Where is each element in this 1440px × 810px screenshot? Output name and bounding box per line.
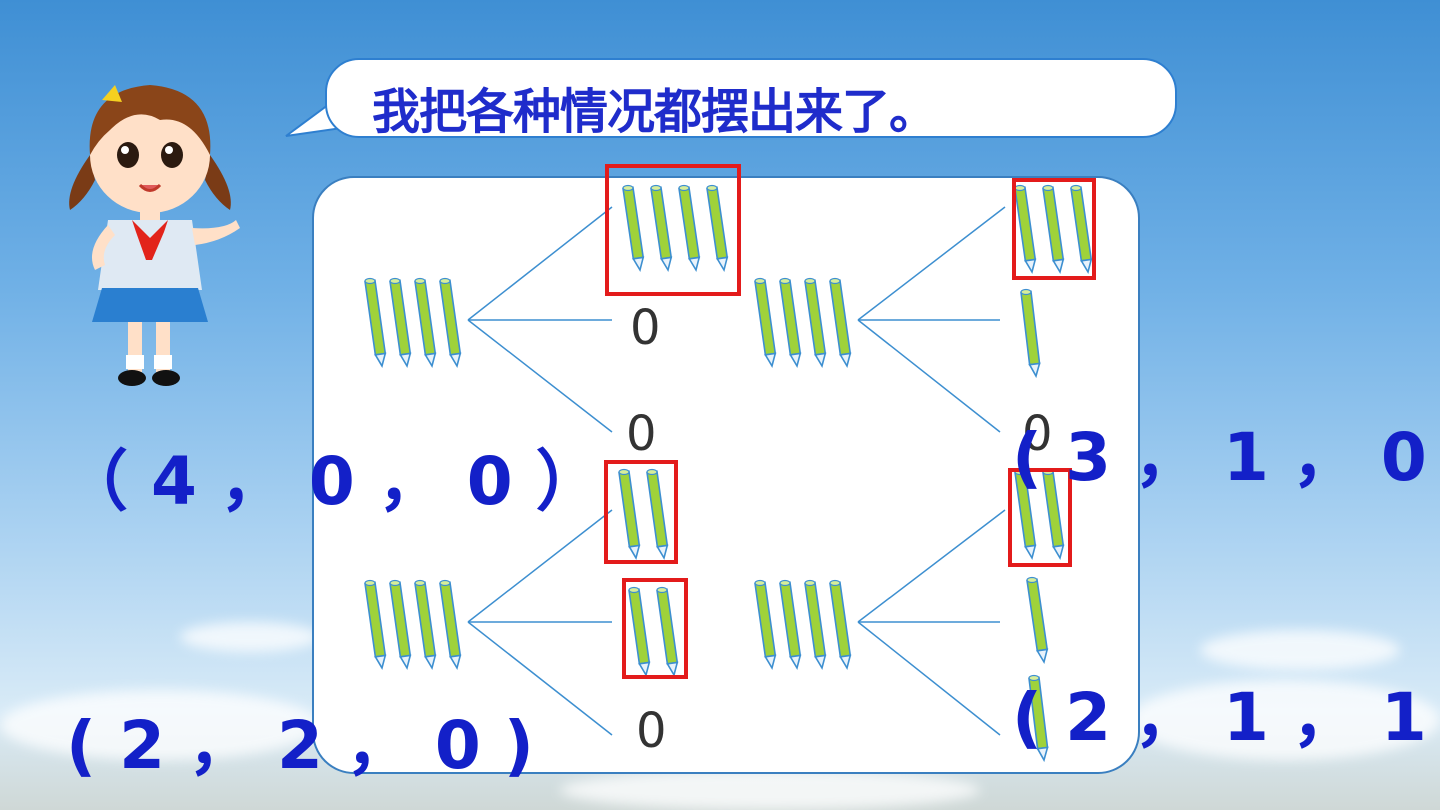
tuple-4-0-0: （ 4 ， 0 ， 0 ） (62, 443, 602, 520)
branch-line (857, 206, 1006, 321)
pencil-stick-icon (754, 277, 777, 369)
pencil-stick-icon (389, 277, 412, 369)
pencil-stick-icon (439, 579, 462, 671)
branch-line (467, 319, 613, 433)
girl-character (69, 85, 240, 386)
highlight-box (605, 164, 741, 296)
pencil-stick-icon (1070, 184, 1093, 275)
pencil-stick-icon (1014, 184, 1037, 275)
pencil-stick-icon (656, 586, 679, 678)
cloud (1130, 680, 1440, 760)
zero-label: 0 (626, 406, 657, 462)
tuple-3-1-0: ( 3 ， 1 ， 0 (1012, 419, 1427, 496)
pencil-stick-icon (1020, 288, 1041, 379)
branch-line (467, 509, 613, 623)
pencil-stick-icon (628, 586, 651, 678)
branch-line (857, 621, 1001, 736)
highlight-box (604, 460, 678, 564)
branch-line (857, 509, 1006, 623)
highlight-box (1008, 468, 1072, 567)
pencil-stick-icon (439, 277, 462, 369)
pencil-stick-icon (829, 277, 852, 369)
pencil-stick-icon (389, 579, 412, 671)
speech-bubble (325, 58, 1177, 138)
cloud (0, 690, 320, 760)
cloud (560, 770, 980, 810)
pencil-stick-icon (804, 579, 827, 671)
tuple-2-1-1: ( 2 ， 1 ， 1 (1012, 679, 1427, 756)
diagram-panel (312, 176, 1140, 774)
pencil-stick-icon (414, 277, 437, 369)
pencil-stick-icon (646, 468, 669, 561)
pencil-stick-icon (1042, 184, 1065, 275)
pencil-stick-icon (364, 277, 387, 369)
zero-label: 0 (636, 703, 667, 759)
pencil-stick-icon (650, 184, 673, 273)
branch-line (857, 319, 1001, 433)
pencil-stick-icon (1028, 674, 1049, 763)
zero-label: 0 (1022, 406, 1053, 462)
pencil-stick-icon (706, 184, 729, 273)
highlight-box (1012, 178, 1096, 280)
pencil-stick-icon (804, 277, 827, 369)
pencil-stick-icon (779, 277, 802, 369)
pencil-stick-icon (754, 579, 777, 671)
pencil-stick-icon (618, 468, 641, 561)
pencil-stick-icon (622, 184, 645, 273)
cloud (1200, 630, 1400, 670)
cloud (180, 622, 320, 652)
pencil-stick-icon (364, 579, 387, 671)
speech-text: 我把各种情况都摆出来了。 (372, 84, 937, 140)
zero-label: 0 (630, 300, 661, 356)
branch-line (467, 621, 613, 736)
tuple-2-2-0: ( 2 ， 2 ， 0 ) (66, 707, 534, 784)
pencil-stick-icon (1026, 576, 1049, 665)
branch-line (467, 206, 613, 321)
highlight-box (622, 578, 688, 679)
pencil-stick-icon (779, 579, 802, 671)
pencil-stick-icon (414, 579, 437, 671)
pencil-stick-icon (829, 579, 852, 671)
pencil-stick-icon (678, 184, 701, 273)
